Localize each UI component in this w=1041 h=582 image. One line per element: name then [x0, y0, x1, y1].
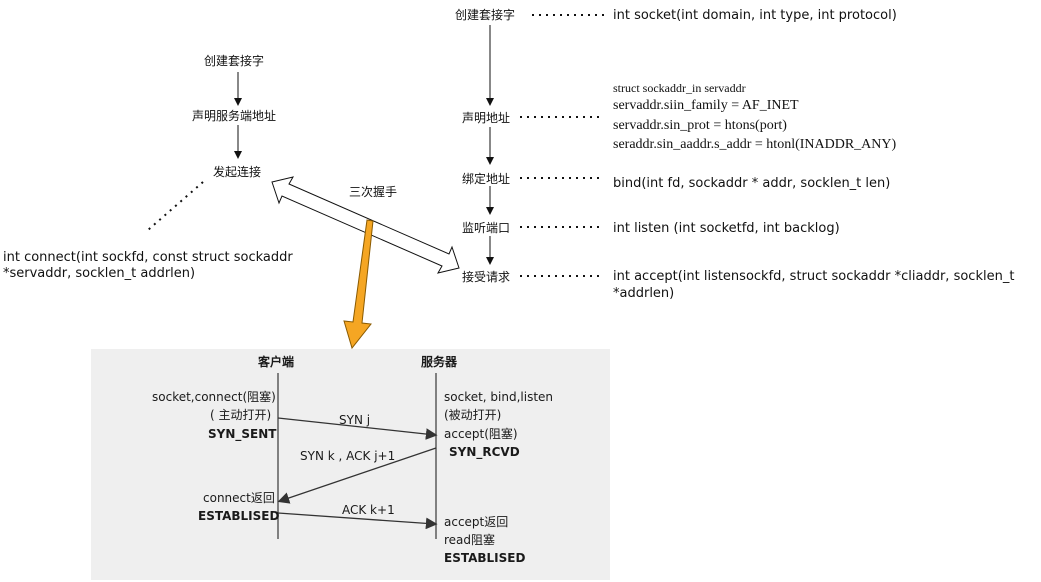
- server-event-read-blocking: read阻塞: [444, 533, 496, 547]
- client-event-active-open: ( 主动打开): [210, 408, 272, 422]
- left-dotted-connector: [147, 181, 204, 231]
- client-header: 客户端: [258, 355, 295, 369]
- msg-ack-label: ACK k+1: [342, 503, 395, 517]
- server-event-socket-bind-listen: socket, bind,listen: [444, 390, 554, 404]
- msg-ack-arrow: [277, 512, 438, 530]
- left-step-connect: 发起连接: [213, 165, 262, 179]
- sequence-lines: [277, 373, 438, 539]
- listen-signature: int listen (int socketfd, int backlog): [613, 221, 840, 236]
- connect-signature-line2: *servaddr, socklen_t addrlen): [3, 266, 196, 281]
- left-step-create-socket: 创建套接字: [204, 54, 265, 68]
- bind-signature: bind(int fd, sockaddr * addr, socklen_t …: [613, 176, 891, 191]
- msg-syn-arrow: [277, 417, 438, 440]
- server-event-accept-blocking: accept(阻塞): [444, 427, 518, 441]
- client-event-connect-return: connect返回: [203, 491, 275, 505]
- msg-synack-arrow: [277, 447, 437, 504]
- right-step-bind-address: 绑定地址: [462, 172, 511, 186]
- right-step-declare-address: 声明地址: [462, 111, 511, 125]
- right-step-listen-port: 监听端口: [462, 221, 511, 235]
- client-state-syn-sent: SYN_SENT: [208, 427, 277, 441]
- handshake-label: 三次握手: [349, 185, 398, 199]
- tcp-handshake-sequence-panel: 客户端 服务器 socket,connect(阻塞) ( 主动打开) SYN_S…: [91, 349, 610, 580]
- server-state-established: ESTABLISED: [444, 551, 526, 565]
- orange-pointer-arrow: [343, 219, 374, 350]
- servaddr-line-1: struct sockaddr_in servaddr: [613, 81, 746, 95]
- socket-signature: int socket(int domain, int type, int pro…: [613, 8, 897, 23]
- servaddr-line-4: seraddr.sin_aaddr.s_addr = htonl(INADDR_…: [613, 137, 897, 152]
- server-event-accept-return: accept返回: [444, 515, 509, 529]
- left-step-declare-server-address: 声明服务端地址: [192, 109, 277, 123]
- server-state-syn-rcvd: SYN_RCVD: [449, 445, 520, 459]
- msg-syn-label: SYN j: [339, 413, 371, 427]
- client-state-established: ESTABLISED: [198, 509, 280, 523]
- server-event-passive-open: (被动打开): [444, 408, 502, 422]
- servaddr-line-2: servaddr.siin_family = AF_INET: [613, 98, 799, 113]
- client-event-socket-connect: socket,connect(阻塞): [152, 390, 276, 404]
- msg-synack-label: SYN k , ACK j+1: [300, 449, 396, 463]
- handshake-double-arrow: [271, 176, 460, 274]
- accept-signature-line1: int accept(int listensockfd, struct sock…: [613, 269, 1015, 284]
- right-step-create-socket: 创建套接字: [455, 8, 516, 22]
- servaddr-line-3: servaddr.sin_prot = htons(port): [613, 118, 787, 133]
- accept-signature-line2: *addrlen): [613, 286, 675, 301]
- connect-signature-line1: int connect(int sockfd, const struct soc…: [3, 250, 293, 265]
- server-header: 服务器: [421, 355, 458, 369]
- right-step-accept-request: 接受请求: [462, 270, 511, 284]
